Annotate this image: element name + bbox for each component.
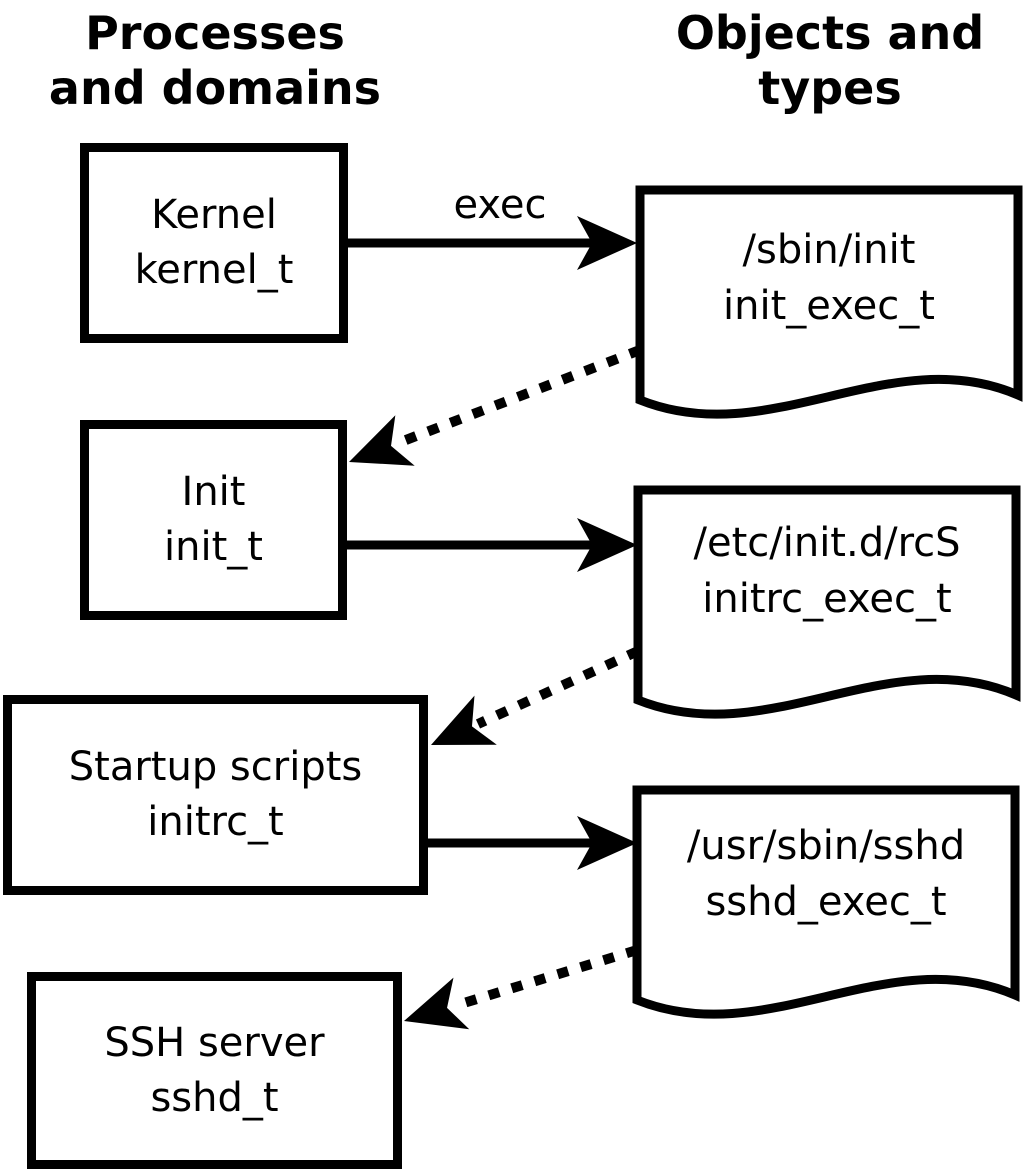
object-doc-sshd-exec-path: /usr/sbin/sshd (686, 823, 966, 869)
column-header-processes-line1: Processes (85, 6, 345, 60)
object-doc-initrc-exec-path: /etc/init.d/rcS (693, 520, 961, 566)
document-shape-sshd-exec (632, 785, 1020, 1019)
column-header-processes: Processes and domains (20, 6, 410, 116)
transition-arrowhead-1-icon (349, 415, 415, 466)
process-box-init: Init init_t (80, 420, 347, 620)
process-box-startup-scripts: Startup scripts initrc_t (3, 695, 428, 895)
exec-arrowhead-1-icon (577, 216, 637, 270)
transition-arrow-to-initrc (475, 646, 641, 729)
process-box-kernel-label: Kernel (151, 192, 277, 238)
exec-arrowhead-3-icon (577, 816, 637, 870)
object-doc-initrc-exec-type: initrc_exec_t (702, 576, 952, 622)
column-header-processes-line2: and domains (48, 61, 382, 115)
column-header-objects-line1: Objects and (675, 6, 985, 60)
process-box-init-domain: init_t (164, 524, 263, 570)
process-box-startup-scripts-domain: initrc_t (147, 799, 284, 845)
document-shape-initrc-exec (633, 485, 1021, 719)
object-doc-initrc-exec-label: /etc/init.d/rcS initrc_exec_t (638, 515, 1016, 627)
process-box-ssh-server-domain: sshd_t (150, 1074, 279, 1121)
process-box-init-label: Init (181, 469, 246, 515)
exec-arrowhead-2-icon (577, 518, 637, 572)
object-doc-sshd-exec-type: sshd_exec_t (705, 879, 947, 925)
process-box-kernel-domain: kernel_t (134, 247, 294, 293)
object-doc-init-exec-label: /sbin/init init_exec_t (640, 222, 1018, 334)
transition-arrow-to-init (396, 345, 642, 448)
column-header-objects-line2: types (758, 61, 902, 115)
transition-arrowhead-3-icon (404, 977, 470, 1030)
object-doc-init-exec-path: /sbin/init (742, 227, 916, 273)
object-doc-init-exec-type: init_exec_t (723, 283, 935, 329)
object-doc-sshd-exec-label: /usr/sbin/sshd sshd_exec_t (637, 818, 1015, 930)
column-header-objects: Objects and types (640, 6, 1020, 116)
process-box-startup-scripts-label: Startup scripts (68, 744, 363, 790)
transition-arrow-to-sshd (452, 945, 639, 1011)
transition-arrowhead-2-icon (431, 695, 497, 745)
process-box-kernel: Kernel kernel_t (80, 143, 348, 343)
process-box-ssh-server-label: SSH server (104, 1019, 325, 1066)
exec-edge-label: exec (453, 182, 547, 228)
process-box-ssh-server: SSH server sshd_t (27, 972, 402, 1169)
document-shape-init-exec (635, 185, 1023, 419)
